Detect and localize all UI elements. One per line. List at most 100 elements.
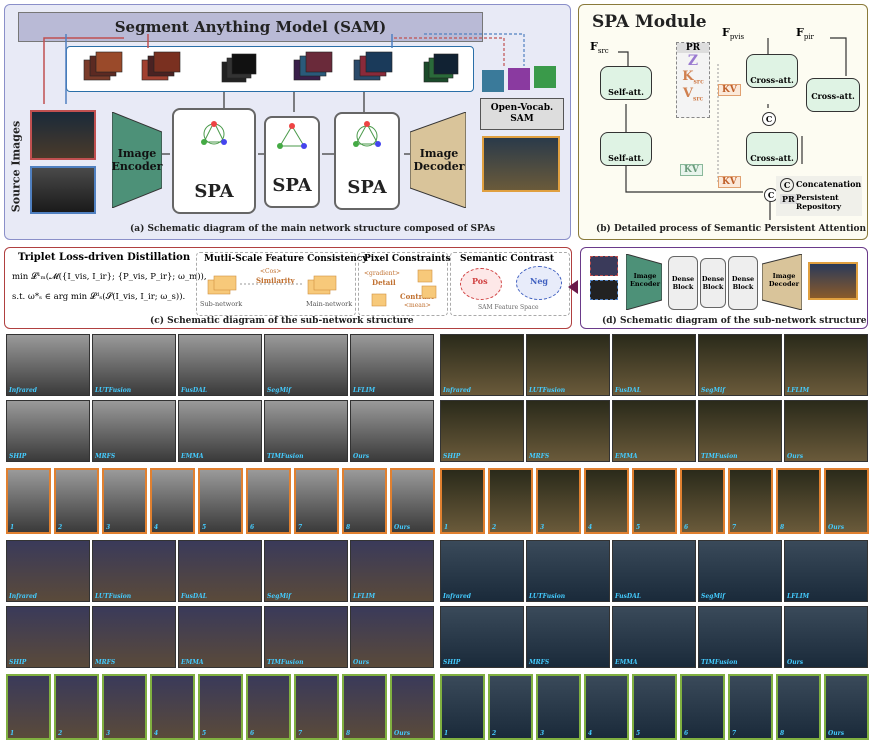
result-thumb-left: Ours	[350, 606, 434, 668]
source-image-visible-blue	[30, 166, 96, 214]
result-label: 3	[106, 730, 111, 737]
panel-b-arrows	[618, 37, 847, 220]
cross-att-1: Cross-att.	[746, 54, 798, 88]
result-label: 1	[444, 730, 449, 737]
result-label: LFLIM	[787, 387, 810, 394]
zoom-thumb-right: 3	[536, 674, 581, 740]
mean-label: <mean>	[404, 302, 431, 309]
result-thumb-right: MRFS	[526, 606, 610, 668]
sam-title: Segment Anything Model (SAM)	[114, 18, 387, 36]
result-label: SHIP	[443, 659, 461, 666]
pixel-graphic	[371, 269, 437, 307]
result-label: 8	[780, 524, 785, 531]
result-label: LUTFusion	[95, 593, 132, 600]
result-label: FusDAL	[615, 593, 641, 600]
result-label: 1	[10, 524, 15, 531]
zoom-thumb-left: 8	[342, 674, 387, 740]
similarity-label: Similarity	[256, 276, 295, 285]
zoom-thumb-right: 4	[584, 468, 629, 534]
panel-d-output-image	[808, 262, 858, 300]
feature-map-strip	[66, 46, 474, 92]
result-thumb-left: TIMFusion	[264, 400, 348, 462]
result-label: 1	[10, 730, 15, 737]
dense-block-3: Dense Block	[728, 256, 758, 310]
panel-d-source-vis	[590, 280, 618, 300]
result-label: Ours	[787, 659, 804, 666]
result-label: 8	[346, 524, 351, 531]
result-label: 7	[732, 524, 737, 531]
result-label: 7	[298, 730, 303, 737]
gradient-label: <gradient>	[364, 270, 400, 277]
result-thumb-left: LFLIM	[350, 334, 434, 396]
zoom-thumb-right: 8	[776, 674, 821, 740]
result-label: 2	[492, 524, 497, 531]
result-label: Ours	[787, 453, 804, 460]
result-thumb-left: SHIP	[6, 400, 90, 462]
zoom-thumb-right: 6	[680, 674, 725, 740]
persistent-repository-box: PR Z Ksrc Vsrc	[676, 42, 710, 118]
zoom-thumb-right: 2	[488, 674, 533, 740]
image-encoder-shape	[112, 112, 162, 208]
zoom-thumb-left: 7	[294, 468, 339, 534]
cross-att-2: Cross-att.	[806, 78, 860, 112]
result-thumb-right: LFLIM	[784, 334, 868, 396]
result-label: 8	[780, 730, 785, 737]
spa-module-title: SPA Module	[592, 12, 707, 32]
result-label: Infrared	[9, 387, 37, 394]
result-thumb-left: LUTFusion	[92, 334, 176, 396]
source-images-label: Source Images	[9, 120, 23, 213]
result-label: SHIP	[443, 453, 461, 460]
cos-label: <Cos>	[260, 268, 282, 275]
result-label: 4	[588, 730, 593, 737]
semantic-title: Semantic Contrast	[460, 254, 554, 264]
panel-c-caption: (c) Schematic diagram of the sub-network…	[150, 316, 414, 326]
result-label: SegMif	[267, 387, 291, 394]
feature-maps-graphic	[83, 51, 459, 83]
image-decoder-label: Image Decoder	[413, 147, 465, 173]
result-label: 4	[588, 524, 593, 531]
self-att-1: Self-att.	[600, 66, 652, 100]
image-encoder-label: Image Encoder	[111, 147, 163, 173]
kv-label-1: KV	[718, 84, 741, 96]
panel-d-decoder-label: Image Decoder	[768, 272, 800, 288]
result-thumb-right: LUTFusion	[526, 334, 610, 396]
result-label: EMMA	[181, 453, 204, 460]
result-label: SegMif	[701, 593, 725, 600]
spa-3-label: SPA	[347, 177, 387, 198]
arrow-c-d	[568, 280, 578, 294]
open-vocab-sam-label: Open-Vocab. SAM	[490, 103, 554, 124]
result-label: LUTFusion	[95, 387, 132, 394]
spa-block-3: SPA	[334, 112, 400, 210]
image-decoder-shape	[410, 112, 466, 208]
result-thumb-right: TIMFusion	[698, 606, 782, 668]
result-label: Ours	[353, 453, 370, 460]
neg-circle	[516, 266, 562, 300]
panel-a-arrows	[43, 33, 525, 155]
result-label: 5	[202, 730, 207, 737]
zoom-thumb-right: Ours	[824, 674, 869, 740]
result-label: MRFS	[529, 659, 550, 666]
result-label: 5	[202, 524, 207, 531]
result-label: 2	[58, 730, 63, 737]
result-label: 5	[636, 730, 641, 737]
result-thumb-left: EMMA	[178, 606, 262, 668]
result-label: 4	[154, 524, 159, 531]
zoom-thumb-left: 4	[150, 468, 195, 534]
zoom-thumb-left: 4	[150, 674, 195, 740]
source-image-infrared-red	[30, 110, 96, 160]
spa-graph-icon	[201, 120, 227, 145]
cross-att-3: Cross-att.	[746, 132, 798, 166]
result-thumb-left: MRFS	[92, 606, 176, 668]
result-label: 2	[58, 524, 63, 531]
result-label: LFLIM	[353, 387, 376, 394]
zoom-thumb-left: 6	[246, 468, 291, 534]
result-label: 1	[444, 524, 449, 531]
legend-pr-icon: PR	[780, 194, 797, 204]
sam-title-box: Segment Anything Model (SAM)	[18, 12, 483, 42]
contrast-label: Contrast	[400, 292, 434, 301]
result-label: 5	[636, 524, 641, 531]
result-thumb-right: SegMif	[698, 334, 782, 396]
panel-b-caption: (b) Detailed process of Semantic Persist…	[596, 224, 867, 234]
fused-output-image	[482, 136, 560, 192]
zoom-thumb-left: 3	[102, 674, 147, 740]
